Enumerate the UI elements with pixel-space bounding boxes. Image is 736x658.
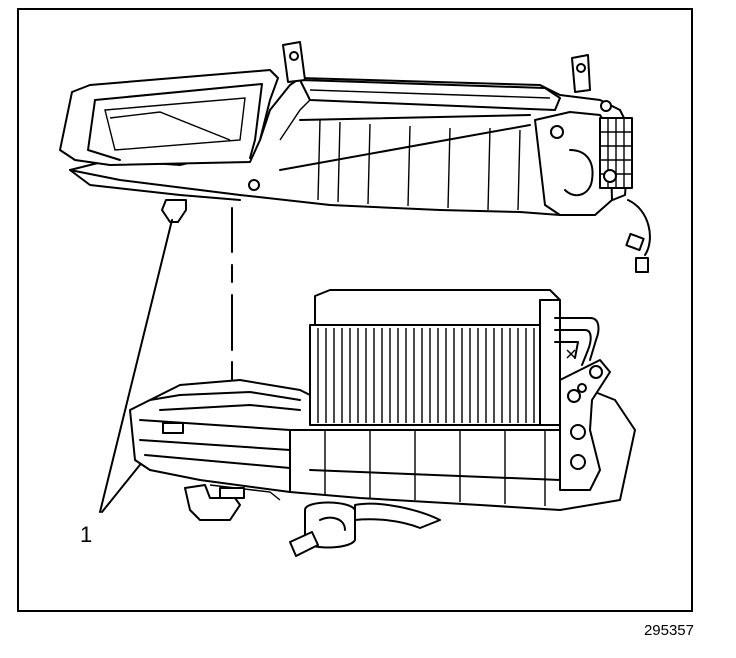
evaporator-core	[309, 289, 600, 426]
upper-mount-tab-left	[282, 41, 306, 83]
lower-linkage	[184, 484, 241, 521]
upper-case-assembly	[59, 41, 651, 273]
callout-label-1: 1	[80, 522, 93, 547]
blower-motor-shaft	[289, 531, 319, 557]
lower-latch-clip	[162, 422, 184, 434]
wire-harness	[627, 199, 651, 256]
figure-id: 295357	[643, 622, 694, 639]
upper-case-ribs	[279, 99, 531, 211]
upper-drain-nipple	[161, 199, 187, 223]
upper-case-top-rail	[299, 79, 561, 111]
lower-case-assembly	[129, 359, 636, 557]
diagram-frame	[17, 8, 693, 612]
upper-mount-tab-right	[571, 54, 591, 93]
